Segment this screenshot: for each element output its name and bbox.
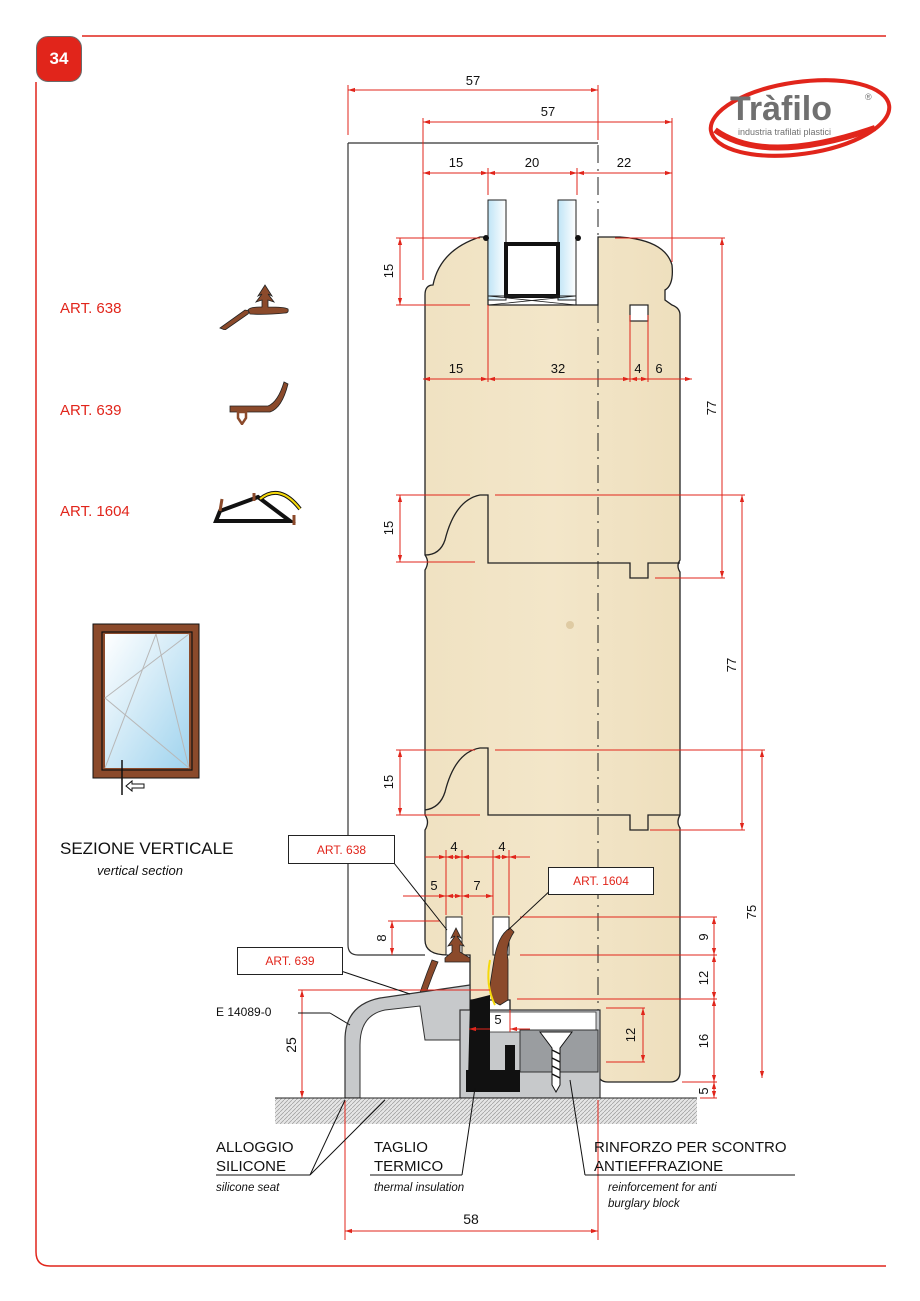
callout-silicone-seat-en: silicone seat — [216, 1182, 280, 1194]
legend-label-638: ART. 638 — [60, 300, 122, 317]
svg-text:16: 16 — [696, 1034, 711, 1048]
svg-text:8: 8 — [374, 934, 389, 941]
svg-text:12: 12 — [696, 971, 711, 985]
svg-text:22: 22 — [617, 155, 631, 170]
svg-text:75: 75 — [744, 905, 759, 919]
svg-text:15: 15 — [381, 264, 396, 278]
tag-art-639: ART. 639 — [237, 947, 343, 975]
svg-text:5: 5 — [696, 1087, 711, 1094]
svg-text:25: 25 — [283, 1037, 299, 1053]
logo-tagline: industria trafilati plastici — [738, 127, 831, 137]
legend-label-1604: ART. 1604 — [60, 503, 130, 520]
gasket-638-icon — [219, 284, 289, 330]
callout-silicone-seat: ALLOGGIO SILICONE — [216, 1139, 294, 1175]
svg-text:5: 5 — [494, 1012, 501, 1027]
window-thumbnail-icon — [92, 623, 200, 795]
svg-text:4: 4 — [450, 839, 457, 854]
tag-art-638: ART. 638 — [288, 835, 395, 864]
section-subtitle: vertical section — [97, 863, 183, 878]
svg-text:57: 57 — [466, 73, 480, 88]
svg-text:6: 6 — [655, 361, 662, 376]
svg-text:77: 77 — [704, 401, 719, 415]
svg-text:5: 5 — [430, 878, 437, 893]
svg-text:20: 20 — [525, 155, 539, 170]
svg-text:77: 77 — [724, 658, 739, 672]
callout-anti-burglary: RINFORZO PER SCONTRO ANTIEFFRAZIONE — [594, 1139, 787, 1175]
svg-text:15: 15 — [381, 775, 396, 789]
svg-text:15: 15 — [449, 361, 463, 376]
profile-code-label: E 14089-0 — [216, 1005, 272, 1019]
callout-thermal-break: TAGLIO TERMICO — [374, 1139, 444, 1175]
tag-art-1604: ART. 1604 — [548, 867, 654, 895]
svg-text:4: 4 — [498, 839, 505, 854]
svg-text:58: 58 — [463, 1211, 479, 1227]
trafilo-logo: Tràfilo ® industria trafilati plastici — [705, 68, 895, 168]
page-number-badge: 34 — [36, 36, 82, 82]
svg-text:57: 57 — [541, 104, 555, 119]
callout-thermal-break-en: thermal insulation — [374, 1182, 465, 1194]
legend-label-639: ART. 639 — [60, 402, 122, 419]
svg-text:32: 32 — [551, 361, 565, 376]
logo-brand: Tràfilo — [730, 90, 832, 128]
gasket-639-icon — [229, 381, 289, 425]
svg-text:15: 15 — [381, 521, 396, 535]
callout-anti-burglary-en: reinforcement for anti burglary block — [608, 1182, 717, 1210]
svg-text:7: 7 — [473, 878, 480, 893]
svg-text:15: 15 — [449, 155, 463, 170]
section-title: SEZIONE VERTICALE — [60, 839, 234, 858]
svg-text:9: 9 — [696, 933, 711, 940]
svg-text:®: ® — [865, 92, 872, 102]
svg-text:4: 4 — [634, 361, 641, 376]
svg-text:12: 12 — [623, 1028, 638, 1042]
gasket-1604-icon — [213, 490, 302, 525]
